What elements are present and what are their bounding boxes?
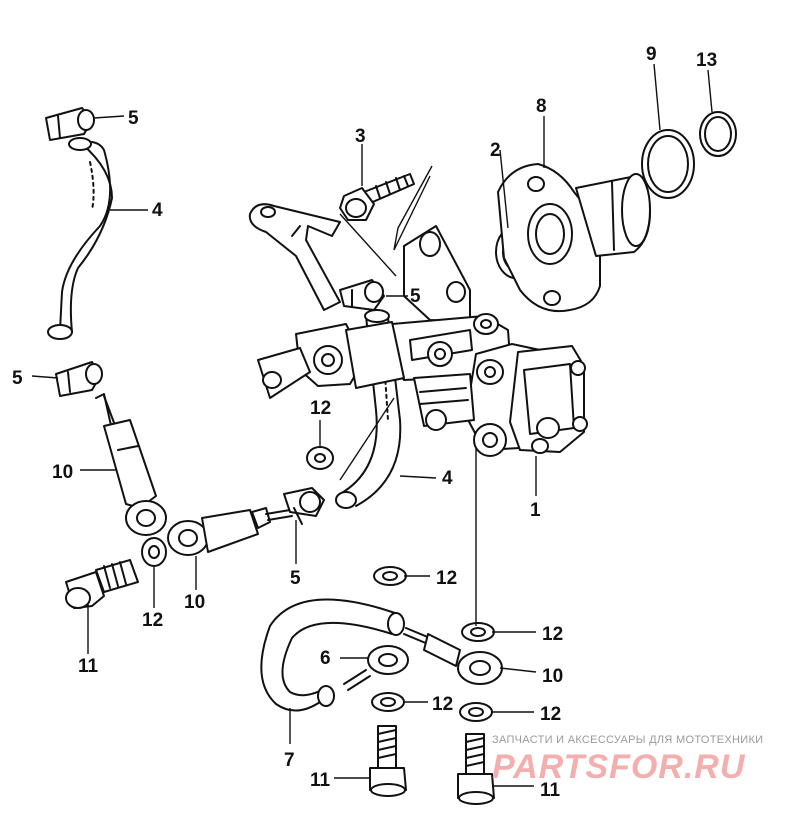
- banjo-bolt-middle: [369, 725, 407, 797]
- flange-housing: [497, 163, 651, 312]
- callout-10-left: 10: [52, 462, 73, 483]
- callout-7: 7: [284, 750, 295, 771]
- banjo-bolt-left: [65, 559, 139, 609]
- callout-13: 13: [696, 50, 717, 71]
- callout-12-a: 12: [310, 398, 331, 419]
- o-ring-13: [699, 111, 737, 157]
- callout-4-middle: 4: [442, 468, 453, 489]
- callout-12-c: 12: [436, 568, 457, 589]
- callout-5-clamp: 5: [290, 568, 301, 589]
- callout-labels: 1 2 3 4 4 5 5 5 5 6 7 8 9 10 10 10 11 11…: [12, 44, 717, 801]
- callout-3: 3: [355, 126, 366, 147]
- callout-1: 1: [530, 500, 541, 521]
- washer-lower-right-2: [459, 702, 493, 722]
- banjo-fitting-6: [343, 645, 409, 691]
- hose-clamp-left: [55, 361, 103, 397]
- callout-5-upper: 5: [410, 286, 421, 307]
- callout-5-top: 5: [128, 108, 139, 129]
- watermark-caption: ЗАПЧАСТИ И АКСЕССУАРЫ ДЛЯ МОТОТЕХНИКИ: [492, 734, 764, 746]
- callout-10-right: 10: [542, 666, 563, 687]
- hose-clamp-top: [45, 107, 95, 141]
- callout-5-left: 5: [12, 368, 23, 389]
- callout-10-middle: 10: [184, 592, 205, 613]
- mounting-bracket: [248, 203, 341, 311]
- bolt-top: [339, 173, 415, 221]
- hose-clamp-upper: [339, 279, 385, 311]
- o-ring-9: [641, 129, 695, 199]
- callout-12-e: 12: [432, 694, 453, 715]
- washer-lower-left: [373, 566, 407, 586]
- watermark-logo: PARTSFOR.RU: [492, 748, 746, 786]
- callout-2: 2: [490, 140, 501, 161]
- hose-clamp-middle: [283, 487, 325, 525]
- callout-9: 9: [646, 44, 657, 65]
- banjo-bolt-right: [457, 733, 495, 805]
- washer-lower-right-1: [461, 622, 495, 642]
- callout-11-right: 11: [540, 780, 561, 801]
- callout-4-top: 4: [152, 200, 163, 221]
- callout-12-b: 12: [142, 610, 163, 631]
- banjo-fitting-right: [403, 627, 503, 685]
- callout-11-middle: 11: [310, 770, 331, 791]
- leader-lines: [31, 63, 713, 787]
- callout-8: 8: [536, 96, 547, 117]
- curved-hose-top: [47, 137, 113, 340]
- callout-6: 6: [320, 648, 331, 669]
- oil-pump-body: [257, 225, 588, 457]
- callout-12-d: 12: [542, 624, 563, 645]
- banjo-fitting-left: [95, 393, 167, 536]
- washer-lower-mid: [371, 692, 405, 712]
- callout-11-left: 11: [78, 656, 99, 677]
- washer-middle: [306, 446, 334, 470]
- washer-left: [141, 537, 167, 567]
- callout-12-f: 12: [540, 704, 561, 725]
- banjo-fitting-middle: [167, 507, 293, 556]
